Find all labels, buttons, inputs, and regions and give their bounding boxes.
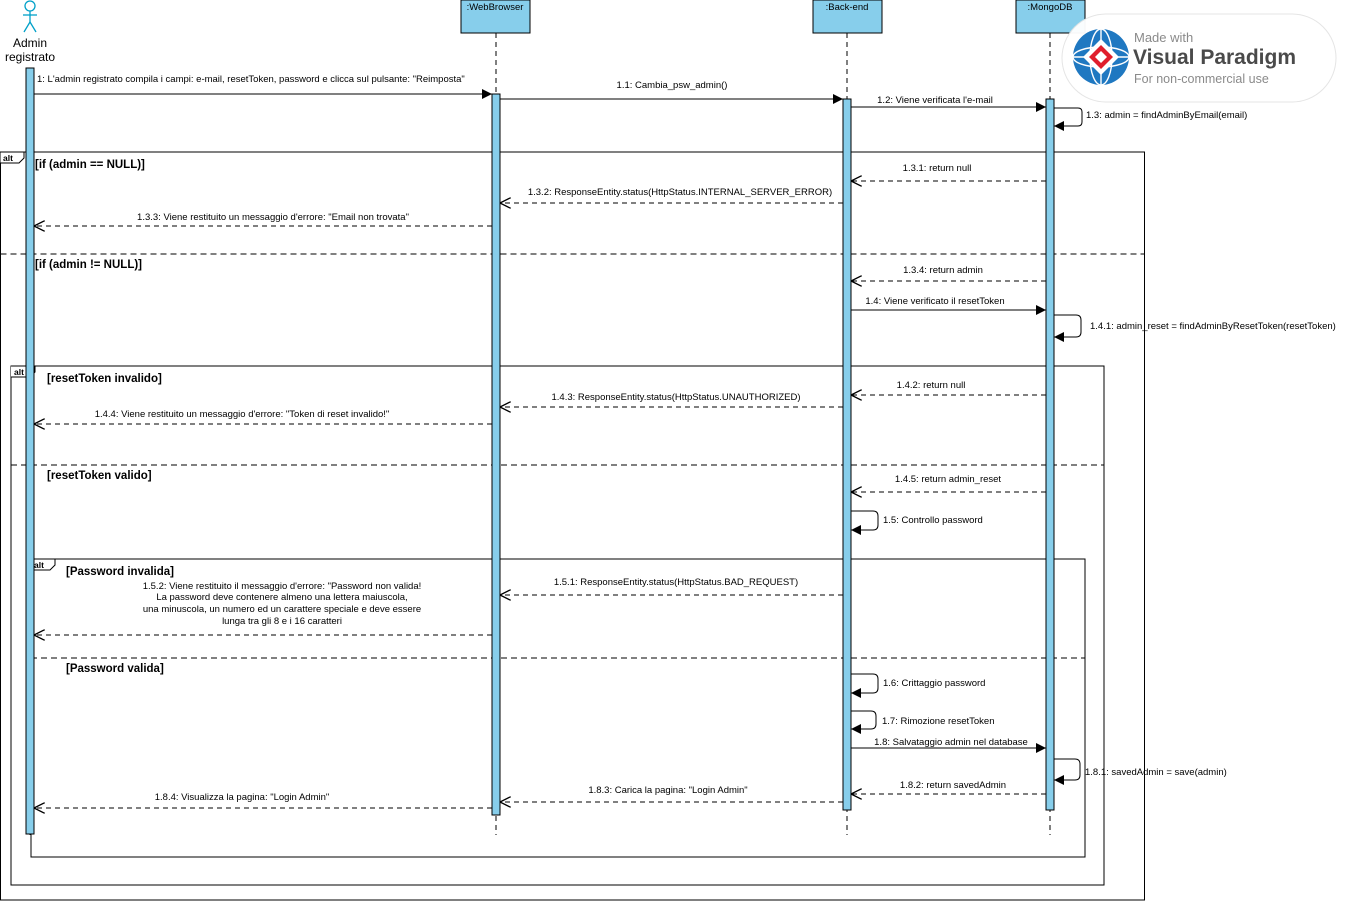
lifeline-webbrowser-header: :WebBrowser <box>460 0 531 34</box>
alt-fragment-middle: alt [resetToken invalido] [resetToken va… <box>10 365 1105 886</box>
guard-resettoken-invalid: [resetToken invalido] <box>47 373 162 385</box>
message-1-4-4-label: 1.4.4: Viene restituito un messaggio d'e… <box>95 409 390 420</box>
watermark-product: Visual Paradigm <box>1133 46 1296 69</box>
alt-inner-label: alt <box>34 560 44 570</box>
message-1-8-1-label: 1.8.1: savedAdmin = save(admin) <box>1085 767 1227 778</box>
message-1-6-arrow <box>851 673 879 698</box>
alt-outer-label: alt <box>3 153 13 163</box>
activation-webbrowser <box>491 93 501 816</box>
guard-resettoken-valid: [resetToken valido] <box>47 470 152 482</box>
activation-backend <box>842 98 852 811</box>
message-1-5-arrow <box>851 510 879 535</box>
message-1-3-2-label: 1.3.2: ResponseEntity.status(HttpStatus.… <box>528 187 832 198</box>
guard-password-valid: [Password valida] <box>66 663 164 675</box>
message-1-6-label: 1.6: Crittaggio password <box>883 678 985 689</box>
actor-name-line1: Admin <box>13 36 47 50</box>
guard-admin-not-null: [if (admin != NULL)] <box>35 259 142 271</box>
message-1-8-3-label: 1.8.3: Carica la pagina: "Login Admin" <box>588 785 747 796</box>
message-1-8-2-label: 1.8.2: return savedAdmin <box>900 780 1006 791</box>
guard-admin-null: [if (admin == NULL)] <box>35 159 145 171</box>
watermark-license: For non-commercial use <box>1134 72 1269 86</box>
message-1-4-3-label: 1.4.3: ResponseEntity.status(HttpStatus.… <box>551 392 800 403</box>
message-1-4-2-label: 1.4.2: return null <box>897 380 966 391</box>
message-1-5-1-label: 1.5.1: ResponseEntity.status(HttpStatus.… <box>554 577 798 588</box>
message-1-7-label: 1.7: Rimozione resetToken <box>882 716 994 727</box>
message-1-3-label: 1.3: admin = findAdminByEmail(email) <box>1086 110 1247 121</box>
lifeline-backend-header: :Back-end <box>812 0 883 34</box>
activation-mongodb <box>1045 98 1055 811</box>
message-1-4-1-label: 1.4.1: admin_reset = findAdminByResetTok… <box>1090 321 1336 332</box>
actor-head-icon <box>24 0 36 12</box>
message-1-3-arrow <box>1054 107 1083 131</box>
message-1-5-2-label-line2: La password deve contenere almeno una le… <box>156 592 407 603</box>
message-1-3-1-label: 1.3.1: return null <box>903 163 972 174</box>
message-1-5-2-label-line4: lunga tra gli 8 e i 16 caratteri <box>222 616 342 627</box>
watermark-made-with: Made with <box>1134 30 1193 45</box>
lifeline-webbrowser-name: :WebBrowser <box>467 2 524 13</box>
activation-admin <box>25 67 35 835</box>
message-1-3-4-label: 1.3.4: return admin <box>903 265 983 276</box>
lifeline-mongodb-name: :MongoDB <box>1028 2 1073 13</box>
message-1-8-1-arrow <box>1054 758 1081 785</box>
message-1-3-3-label: 1.3.3: Viene restituito un messaggio d'e… <box>137 212 409 223</box>
alt-fragment-outer: alt [if (admin == NULL)] [if (admin != N… <box>0 151 1145 901</box>
message-1-8-label: 1.8: Salvataggio admin nel database <box>874 737 1028 748</box>
alt-middle-label: alt <box>14 367 24 377</box>
message-1-2-label: 1.2: Viene verificata l'e-mail <box>877 95 993 106</box>
visual-paradigm-logo-icon <box>1072 28 1130 86</box>
message-1-5-label: 1.5: Controllo password <box>883 515 983 526</box>
actor-name-line2: registrato <box>5 50 55 64</box>
message-1-4-label: 1.4: Viene verificato il resetToken <box>865 296 1004 307</box>
lifeline-backend-name: :Back-end <box>826 2 869 13</box>
watermark-badge: Made with Visual Paradigm For non-commer… <box>1061 13 1337 103</box>
message-1-1-label: 1.1: Cambia_psw_admin() <box>617 80 728 91</box>
message-1-4-5-label: 1.4.5: return admin_reset <box>895 474 1002 485</box>
guard-password-invalid: [Password invalida] <box>66 566 174 578</box>
message-1-4-1-arrow <box>1054 314 1082 342</box>
message-1-8-4-label: 1.8.4: Visualizza la pagina: "Login Admi… <box>155 792 330 803</box>
actor-admin: Admin registrato <box>5 0 55 64</box>
message-1-5-2-label-line1: 1.5.2: Viene restituito il messaggio d'e… <box>143 581 422 592</box>
message-1-5-2-label-line3: una minuscola, un numero ed un carattere… <box>143 604 421 615</box>
message-1-7-arrow <box>851 710 877 734</box>
message-1-label: 1: L'admin registrato compila i campi: e… <box>37 74 465 85</box>
